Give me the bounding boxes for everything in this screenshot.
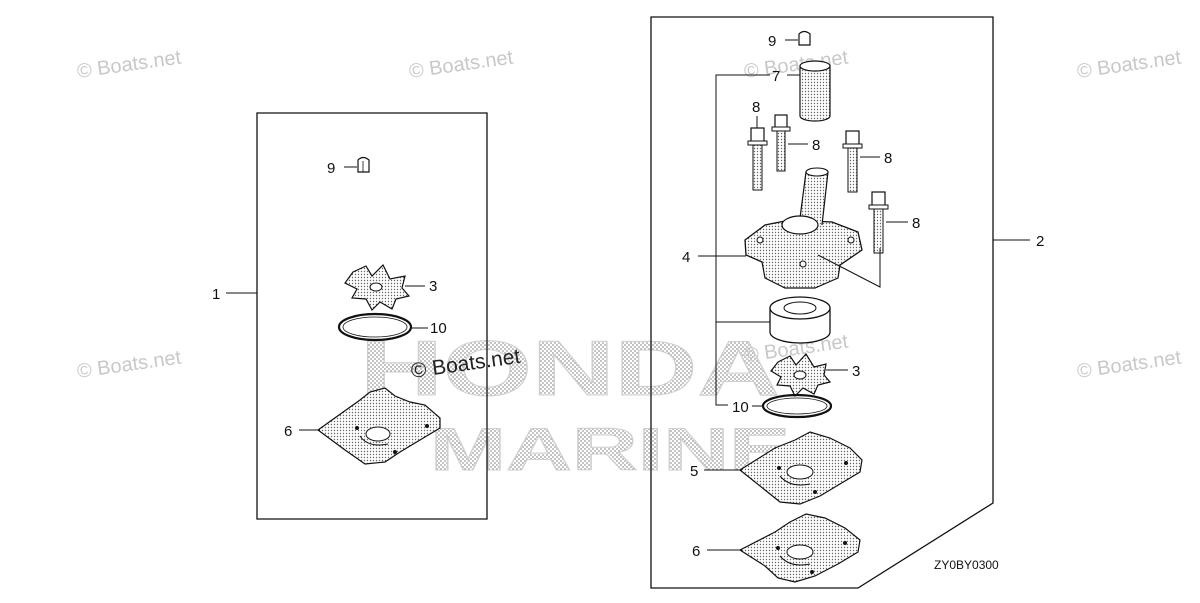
callout-plate-6-left: 6	[284, 423, 292, 440]
plate-part-left[interactable]	[299, 387, 441, 465]
callout-kit-2: 2	[1036, 233, 1044, 250]
callout-impeller-right: 3	[852, 363, 860, 380]
callout-seal-ring-right: 10	[732, 399, 749, 416]
brand-watermark: HONDA MARINE	[360, 324, 791, 484]
callout-plate-5: 5	[690, 463, 698, 480]
seal-ring-part-right[interactable]	[752, 393, 833, 419]
callout-grommet: 7	[772, 68, 780, 85]
callout-bolt-2: 8	[812, 137, 820, 154]
callout-bolt-1: 8	[752, 99, 760, 116]
brand-bottom-text: MARINE	[430, 416, 790, 483]
pump-housing-part[interactable]	[698, 167, 881, 289]
bolt-part-4[interactable]	[868, 191, 908, 254]
bolt-part-2[interactable]	[771, 114, 808, 172]
callout-housing: 4	[682, 249, 690, 266]
callout-bolt-3: 8	[884, 150, 892, 167]
kit-1-frame	[256, 112, 488, 520]
callout-pin-left: 9	[327, 160, 335, 177]
grommet-part[interactable]	[787, 60, 831, 122]
plate-6-part-right[interactable]	[707, 513, 861, 583]
callout-pin-right: 9	[768, 33, 776, 50]
watermark-text: © Boats.net	[1076, 47, 1183, 83]
watermark-text: © Boats.net	[76, 347, 183, 383]
pump-liner-part[interactable]	[769, 296, 831, 344]
watermark-text: © Boats.net	[408, 47, 515, 83]
callout-seal-ring-left: 10	[430, 320, 447, 337]
impeller-part-right[interactable]	[770, 353, 848, 398]
impeller-part-left[interactable]	[344, 263, 425, 311]
watermark-text: © Boats.net	[1076, 347, 1183, 383]
callout-impeller-left: 3	[429, 278, 437, 295]
kit-2-frame	[650, 16, 994, 589]
group-bracket	[715, 74, 770, 406]
diagram-code: ZY0BY0300	[934, 558, 999, 572]
pin-part-right[interactable]	[785, 30, 811, 46]
callout-bolt-4: 8	[912, 215, 920, 232]
pin-part-left[interactable]	[344, 156, 370, 173]
callout-plate-6-right: 6	[692, 543, 700, 560]
watermark-text: © Boats.net	[76, 47, 183, 83]
callout-kit-1: 1	[212, 286, 220, 303]
bolt-part-3[interactable]	[842, 130, 880, 193]
plate-5-part[interactable]	[704, 431, 863, 505]
seal-ring-part-left[interactable]	[337, 312, 428, 342]
bolt-part-1[interactable]	[747, 116, 768, 191]
watermark-text: © Boats.net	[743, 47, 850, 83]
brand-top-text: HONDA	[360, 324, 780, 412]
